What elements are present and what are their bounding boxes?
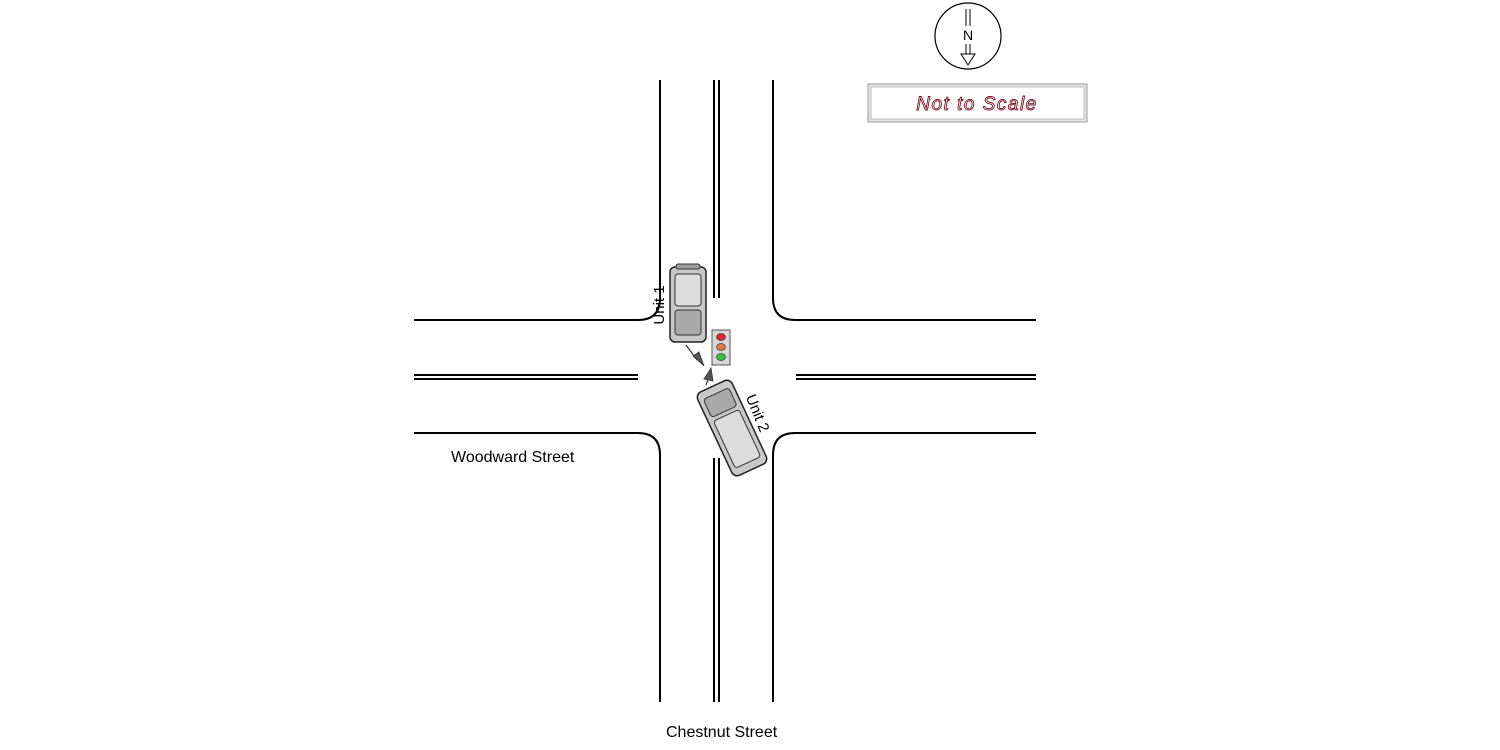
signal-lamp-amber: [716, 343, 726, 351]
compass-letter: N: [963, 27, 973, 43]
north-compass: N: [934, 2, 1002, 70]
road-edges: [414, 80, 1036, 702]
unit-1-roof: [674, 273, 702, 307]
road-edge-nw: [414, 80, 661, 321]
traffic-signal: [711, 329, 731, 366]
compass-circle: [934, 2, 1002, 70]
direction-arrows: [685, 344, 714, 386]
center-lines: [414, 80, 1036, 702]
scale-note-plaque: Not to Scale: [867, 83, 1088, 123]
road-edge-ne: [772, 80, 1036, 321]
road-edge-sw: [414, 432, 661, 702]
signal-lamp-red: [716, 333, 726, 341]
vehicle-unit-1: Unit 1: [651, 263, 707, 343]
compass-arrow-head: [960, 53, 976, 66]
unit-2-roof: [713, 409, 761, 468]
unit-2-direction-arrowhead: [703, 366, 714, 382]
scale-note-text: Not to Scale: [916, 94, 1038, 115]
unit-1-direction-arrowhead: [692, 351, 705, 367]
scale-note-inner: [870, 86, 1085, 120]
unit-1-bumper: [675, 263, 701, 270]
unit-2-windshield: [703, 388, 737, 418]
unit-1-label: Unit 1: [651, 285, 668, 324]
signal-lamp-green: [716, 353, 726, 361]
vehicle-unit-2: [696, 379, 768, 477]
street-label-chestnut: Chestnut Street: [666, 724, 778, 741]
unit-1-windshield: [674, 309, 702, 336]
road-edge-se: [772, 432, 1036, 702]
street-label-woodward: Woodward Street: [451, 449, 575, 466]
